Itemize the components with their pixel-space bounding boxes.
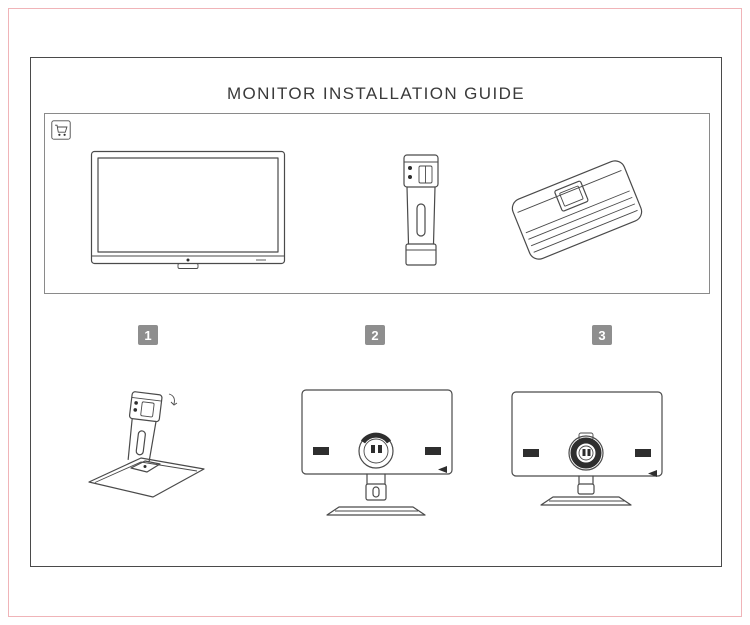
package-contents-box	[44, 113, 710, 294]
guide-sheet: MONITOR INSTALLATION GUIDE	[30, 57, 722, 567]
cart-icon	[51, 120, 71, 140]
step-2-illustration	[297, 387, 457, 533]
stand-base-illustration	[507, 150, 647, 270]
step-3-number: 3	[598, 327, 606, 343]
step-2-number: 2	[371, 327, 379, 343]
step-3-badge: 3	[592, 325, 612, 345]
step-1-illustration	[81, 389, 211, 507]
stand-riser-illustration	[395, 152, 447, 270]
outer-pink-frame	[8, 8, 742, 617]
step-2-badge: 2	[365, 325, 385, 345]
page-title: MONITOR INSTALLATION GUIDE	[226, 84, 526, 103]
step-1-badge: 1	[138, 325, 158, 345]
step-1-number: 1	[144, 327, 152, 343]
monitor-panel-illustration	[90, 150, 286, 274]
step-3-illustration	[507, 389, 667, 535]
